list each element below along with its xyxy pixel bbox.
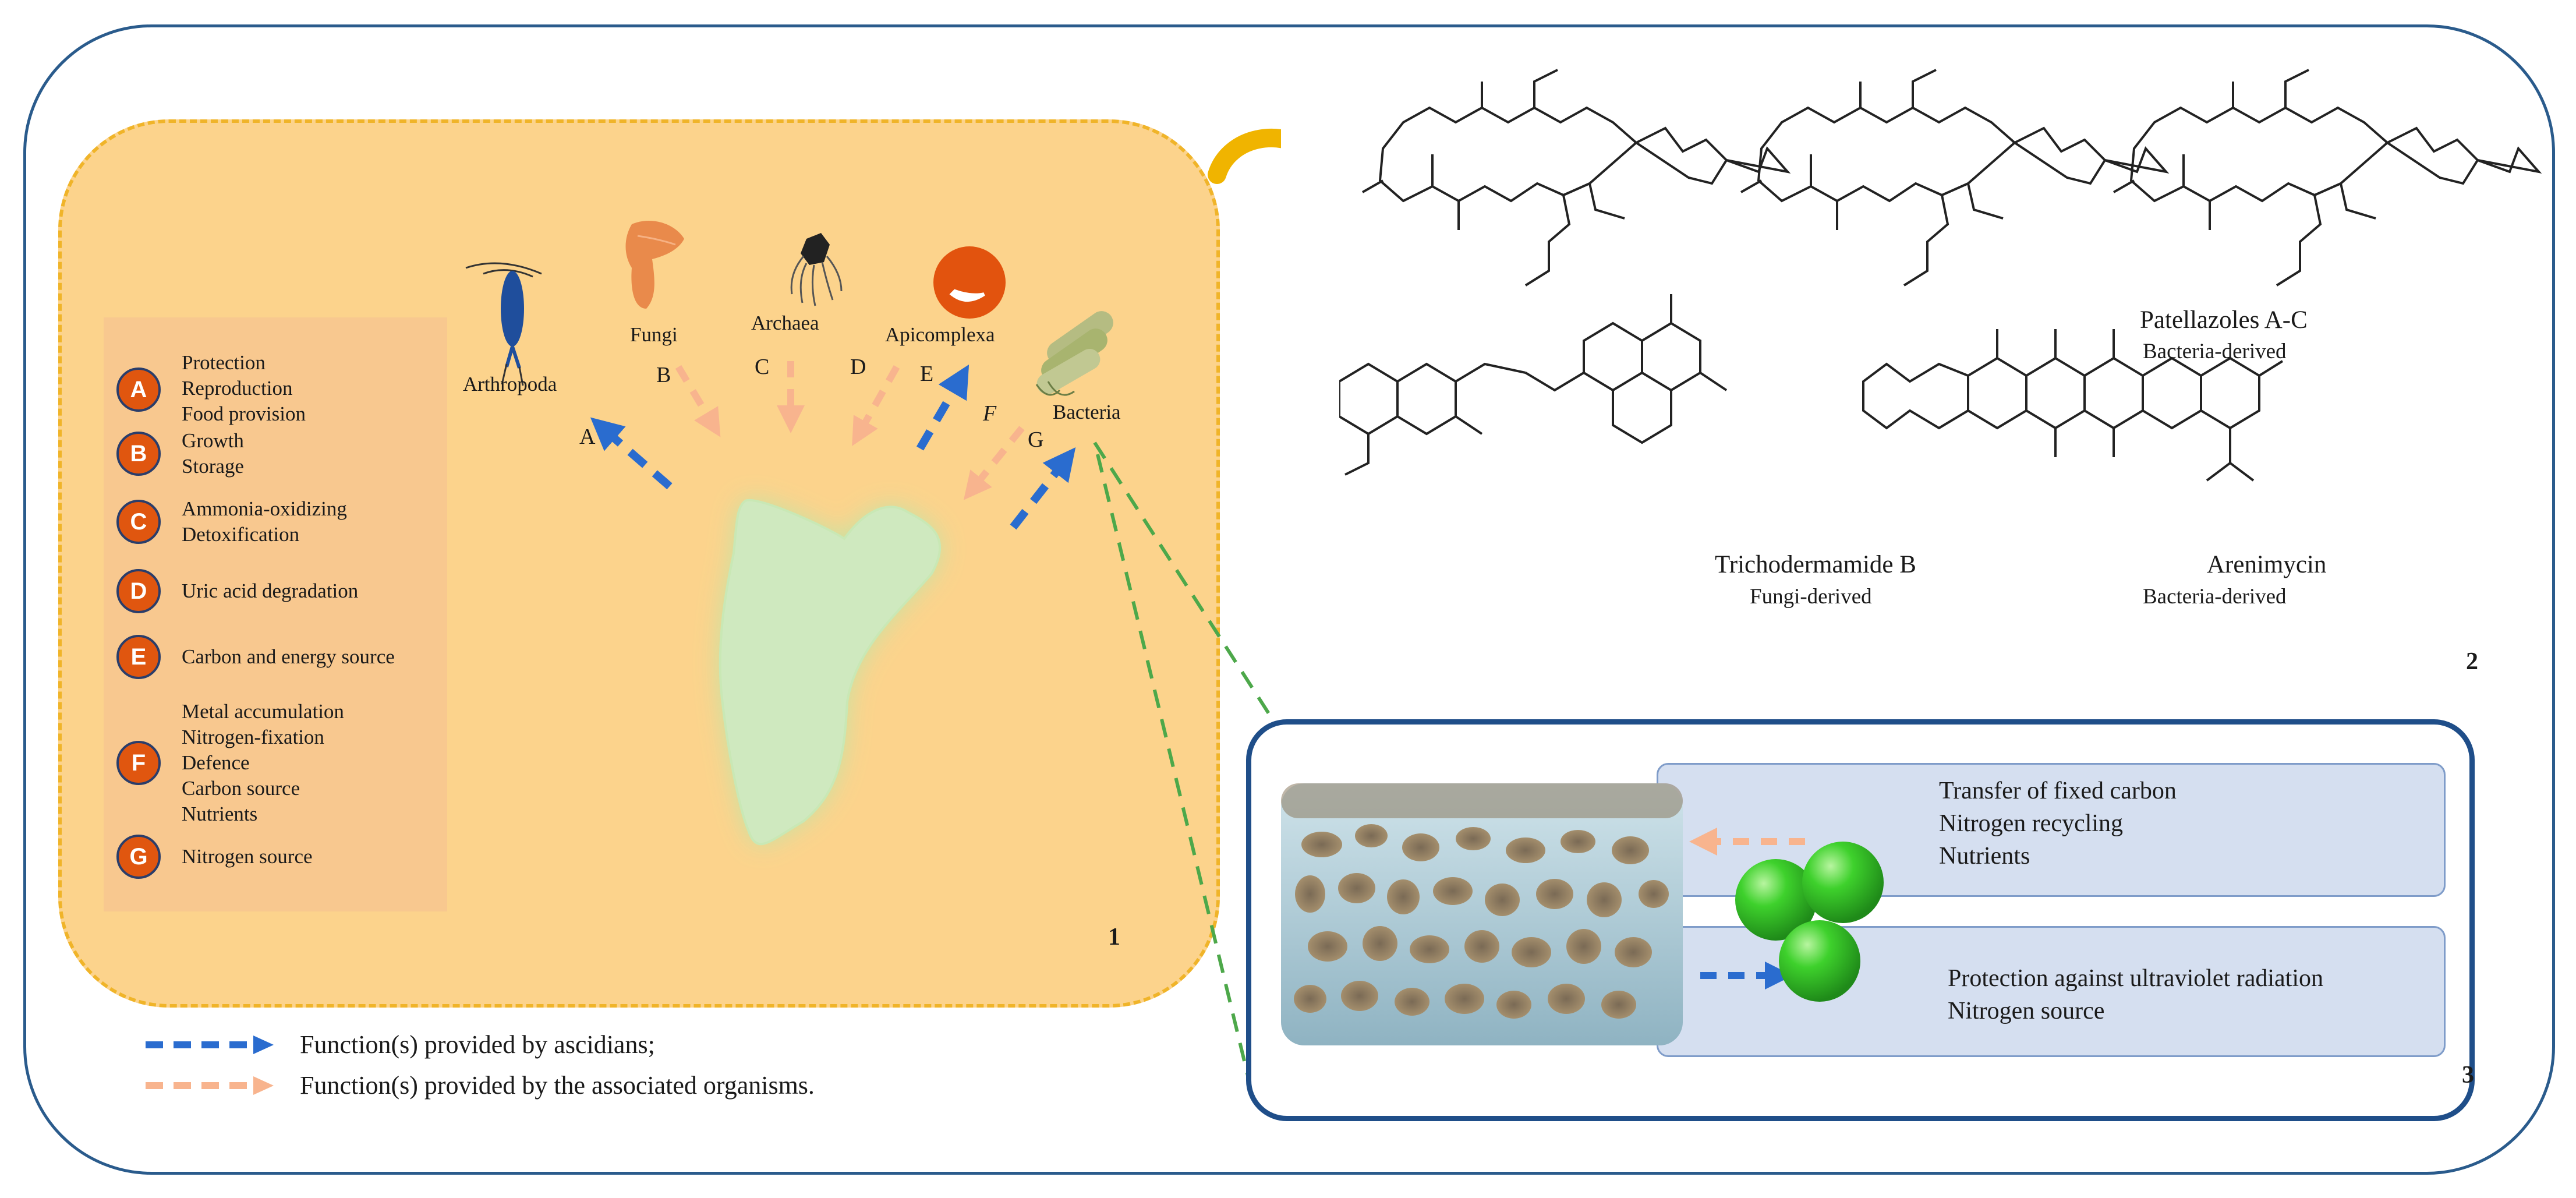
legend-d-line-1: Uric acid degradation (182, 579, 359, 602)
prochloron-cells-icon (1735, 842, 1884, 1002)
legend-c-line-2: Detoxification (182, 523, 300, 546)
curved-arrow-to-compounds (1208, 128, 1281, 184)
compound-name-trichodermamide: Trichodermamide B (1715, 551, 1916, 578)
arrow-letter-g: G (1028, 427, 1044, 452)
symbiont-functions-text: Transfer of fixed carbon Nitrogen recycl… (1939, 775, 2177, 872)
legend-item-f: F Metal accumulation Nitrogen-fixation D… (116, 699, 344, 827)
legend-a-line-2: Reproduction (182, 377, 293, 400)
arenimycin-structure (1862, 329, 2284, 482)
legend-f-line-1: Metal accumulation (182, 700, 344, 723)
ascidian-colony-photo (1281, 783, 1683, 1045)
legend-row-associated: Function(s) provided by the associated o… (143, 1070, 815, 1100)
legend-circle-a: A (116, 367, 161, 412)
panel-3-number: 3 (2462, 1062, 2474, 1089)
arrow-letter-c: C (755, 355, 770, 379)
function-legend-box (104, 317, 447, 911)
legend-item-d: D Uric acid degradation (116, 569, 358, 613)
arrow-b (675, 365, 721, 437)
arrow-letter-d: D (850, 355, 866, 379)
arrow-d (852, 365, 900, 446)
legend-row-ascidians: Function(s) provided by ascidians; (143, 1030, 655, 1059)
compound-name-patellazoles: Patellazoles A-C (2140, 306, 2308, 334)
panel-2-number: 2 (2466, 648, 2478, 675)
fungi-icon (625, 221, 684, 309)
legend-circle-b: B (116, 432, 161, 476)
panel-2-structures (1339, 69, 2542, 482)
ascidian-body (719, 499, 942, 846)
archaea-icon (790, 233, 843, 306)
legend-item-g: G Nitrogen source (116, 835, 313, 879)
label-arthropoda: Arthropoda (463, 373, 557, 395)
legend-associated-text: Function(s) provided by the associated o… (300, 1071, 815, 1100)
legend-b-line-2: Storage (182, 455, 244, 478)
legend-item-c: C Ammonia-oxidizing Detoxification (116, 496, 347, 547)
legend-circle-f: F (116, 741, 161, 785)
symbiont-function-2: Nitrogen recycling (1939, 810, 2124, 837)
arrow-letter-b: B (656, 363, 671, 387)
legend-f-line-4: Carbon source (182, 777, 300, 800)
compound-origin-patellazoles: Bacteria-derived (2143, 340, 2287, 363)
host-functions-text: Protection against ultraviolet radiation… (1948, 962, 2323, 1027)
legend-ascidians-text: Function(s) provided by ascidians; (300, 1030, 655, 1059)
legend-circle-g: G (116, 835, 161, 879)
label-archaea: Archaea (751, 312, 819, 334)
compound-origin-trichodermamide: Fungi-derived (1750, 585, 1872, 609)
panel-1-drawing (465, 128, 1281, 846)
legend-circle-d: D (116, 569, 161, 613)
legend-item-b: B Growth Storage (116, 428, 244, 479)
arrow-a (590, 417, 673, 490)
legend-circle-e: E (116, 635, 161, 679)
legend-item-a: A Protection Reproduction Food provision (116, 351, 306, 427)
legend-item-e: E Carbon and energy source (116, 635, 395, 679)
bacteria-icon (1035, 311, 1113, 396)
compound-origin-arenimycin: Bacteria-derived (2143, 585, 2287, 609)
trichodermamide-structure (1339, 294, 1728, 476)
arrow-letter-e: E (920, 362, 934, 386)
orange-dashed-arrow-icon (146, 1076, 274, 1095)
legend-a-line-1: Protection (182, 351, 266, 374)
panel-1-number: 1 (1108, 924, 1120, 950)
arrow-g (1010, 447, 1076, 530)
symbiont-function-3: Nutrients (1939, 843, 2030, 870)
symbiont-function-1: Transfer of fixed carbon (1939, 778, 2177, 804)
patellazole-structure-3 (2113, 69, 2542, 287)
arrow-letter-a: A (579, 425, 596, 449)
host-function-1: Protection against ultraviolet radiation (1948, 965, 2323, 992)
panel-3-drawing (1281, 783, 1884, 1045)
arrow-letter-f: F (983, 401, 997, 426)
arthropoda-icon (465, 262, 542, 386)
label-fungi: Fungi (630, 323, 678, 346)
blue-dashed-arrow-icon (146, 1035, 274, 1054)
label-apicomplexa: Apicomplexa (885, 323, 995, 346)
legend-f-line-2: Nitrogen-fixation (182, 726, 324, 748)
legend-b-line-1: Growth (182, 429, 244, 452)
legend-a-line-3: Food provision (182, 402, 306, 425)
patellazole-structure-2 (1740, 69, 2170, 287)
label-bacteria: Bacteria (1053, 401, 1121, 423)
legend-f-line-5: Nutrients (182, 803, 258, 825)
legend-circle-c: C (116, 500, 161, 544)
outer-frame (23, 24, 2555, 1175)
host-function-2: Nitrogen source (1948, 998, 2105, 1024)
legend-f-line-3: Defence (182, 751, 250, 774)
legend-c-line-1: Ammonia-oxidizing (182, 497, 347, 520)
legend-e-line-1: Carbon and energy source (182, 645, 395, 668)
apicomplexa-icon (933, 246, 1006, 319)
patellazole-structure-1 (1362, 69, 1791, 287)
arrow-e (916, 364, 969, 451)
compound-name-arenimycin: Arenimycin (2207, 551, 2327, 578)
legend-g-line-1: Nitrogen source (182, 845, 313, 868)
arrow-f (963, 426, 1025, 500)
